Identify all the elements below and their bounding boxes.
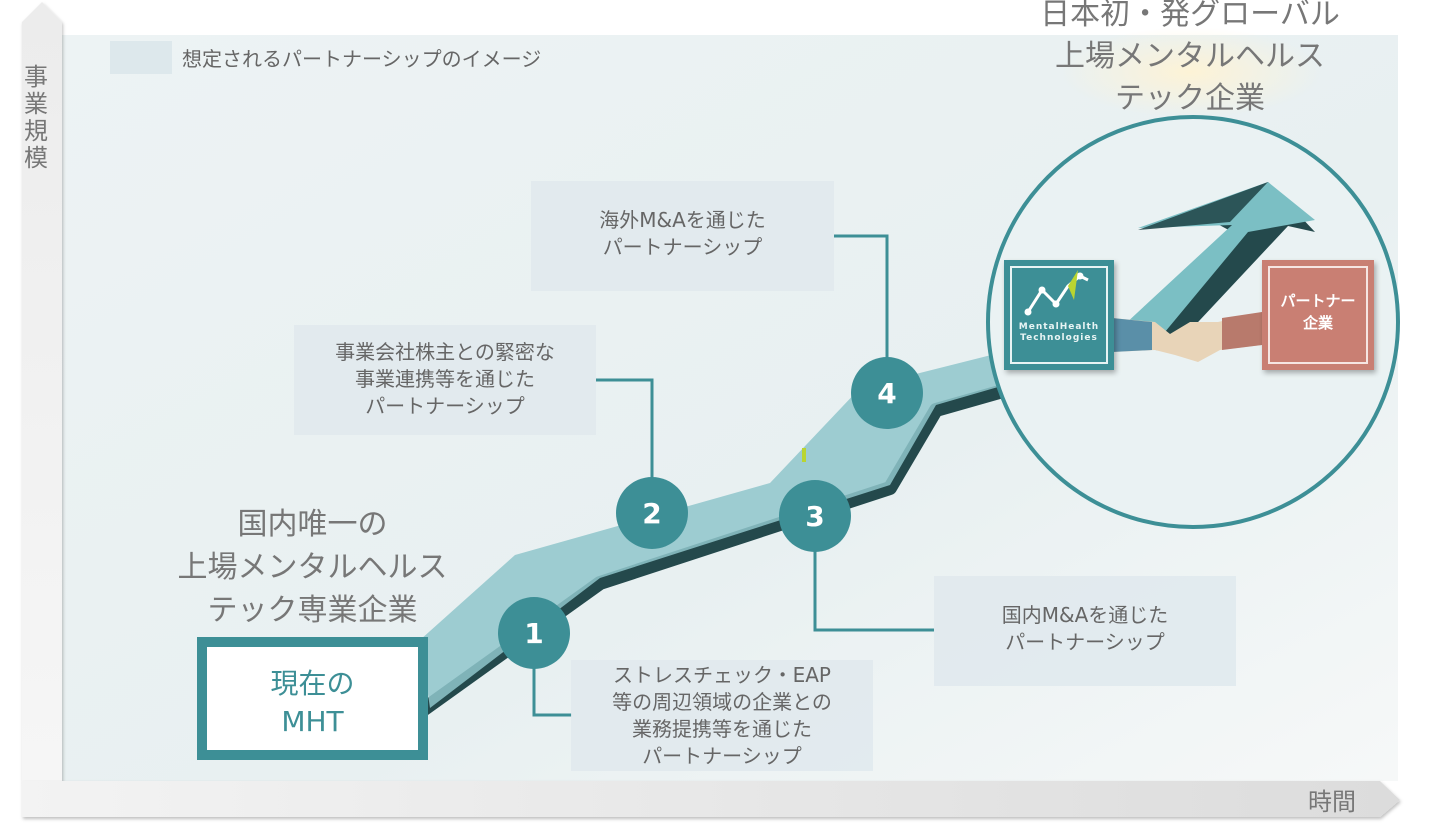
legend-swatch bbox=[110, 41, 172, 74]
mht-sleeve bbox=[1112, 318, 1152, 352]
step-2-text: 事業会社株主との緊密な 事業連携等を通じた パートナーシップ bbox=[335, 340, 555, 418]
goal-headline: 日本初・発グローバル 上場メンタルヘルス テック企業 bbox=[1040, 0, 1340, 116]
step-4-marker: 4 bbox=[851, 357, 923, 429]
partner-frame bbox=[1268, 266, 1368, 364]
step-4-box: 海外M&Aを通じた パートナーシップ bbox=[531, 181, 834, 291]
x-axis-arrow bbox=[22, 781, 1400, 817]
start-headline: 国内唯一の 上場メンタルヘルス テック専業企業 bbox=[177, 507, 448, 628]
connector-1 bbox=[532, 650, 572, 717]
step-4-text: 海外M&Aを通じた パートナーシップ bbox=[599, 208, 766, 259]
current-mht-label: 現在の MHT bbox=[270, 667, 355, 738]
partner-sleeve bbox=[1222, 312, 1262, 350]
goal-arrow-edge bbox=[1138, 182, 1268, 230]
step-1-box: ストレスチェック・EAP 等の周辺領域の企業との 業務提携等を通じた パートナー… bbox=[571, 660, 873, 771]
partner-company-box: パートナー 企業 bbox=[1262, 260, 1374, 370]
mht-logo-name: MentalHealth Technologies bbox=[1018, 322, 1100, 343]
mht-logo: MentalHealth Technologies bbox=[1004, 260, 1114, 370]
step-3-marker: 3 bbox=[779, 480, 851, 552]
step-1-marker: 1 bbox=[498, 597, 570, 669]
goal-glow bbox=[1060, 27, 1320, 117]
connector-3 bbox=[813, 550, 934, 632]
mht-chart-icon bbox=[1024, 270, 1089, 316]
step-1-text: ストレスチェック・EAP 等の周辺領域の企業との 業務提携等を通じた パートナー… bbox=[612, 663, 832, 768]
mht-logo-frame bbox=[1010, 266, 1108, 364]
step-3-text: 国内M&Aを通じた パートナーシップ bbox=[1001, 603, 1169, 654]
step-3-box: 国内M&Aを通じた パートナーシップ bbox=[934, 576, 1236, 686]
goal-arrow bbox=[1110, 182, 1315, 338]
x-axis-label: 時間 bbox=[1308, 788, 1356, 816]
current-mht-box: 現在の MHT bbox=[197, 637, 428, 760]
y-axis-arrow bbox=[22, 2, 62, 781]
connector-2 bbox=[596, 378, 654, 480]
partner-label: パートナー 企業 bbox=[1280, 292, 1356, 332]
step-2-box: 事業会社株主との緊密な 事業連携等を通じた パートナーシップ bbox=[294, 325, 596, 435]
legend-label: 想定されるパートナーシップのイメージ bbox=[182, 47, 542, 71]
y-axis-label: 事 業 規 模 bbox=[24, 63, 48, 172]
path-marker bbox=[802, 448, 806, 462]
connector-4 bbox=[834, 234, 889, 360]
step-2-marker: 2 bbox=[616, 477, 688, 549]
